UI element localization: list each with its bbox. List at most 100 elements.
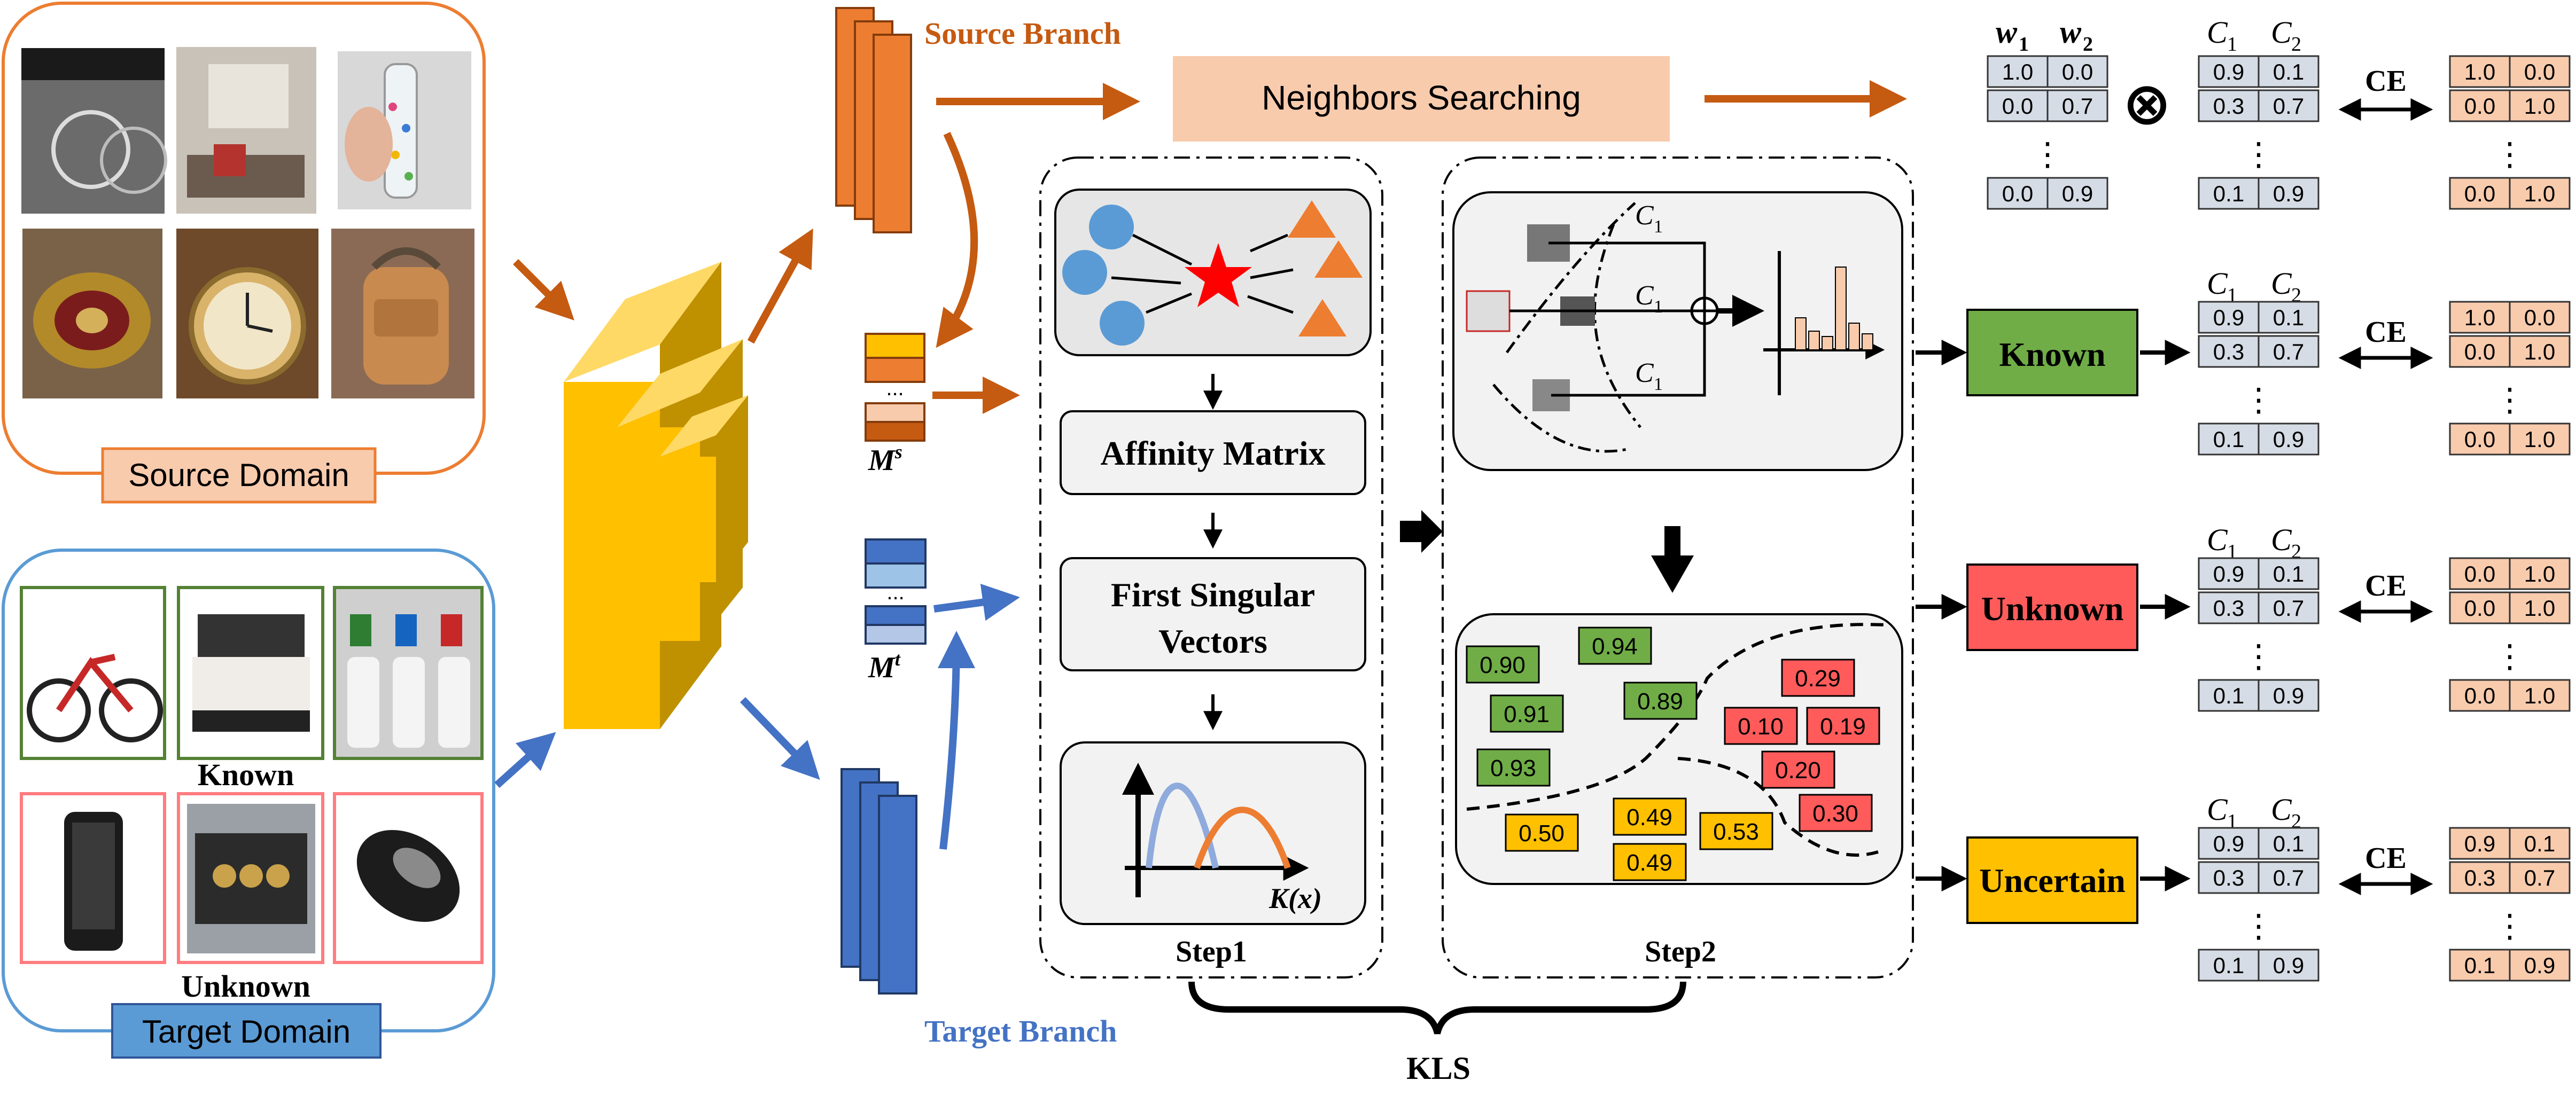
table-cell — [2258, 827, 2320, 860]
table-cell — [2509, 827, 2571, 860]
table-cell — [2258, 422, 2320, 456]
svg-text:1: 1 — [1654, 374, 1663, 394]
table-cell — [2198, 177, 2260, 210]
table-cell — [2258, 301, 2320, 334]
table-cell-value: 0.1 — [2273, 561, 2304, 586]
svg-text:w: w — [2060, 14, 2082, 50]
table-cell — [2198, 557, 2260, 590]
kls-label: KLS — [1406, 1051, 1470, 1086]
table-vdots: ⋮ — [2243, 907, 2275, 945]
score-green-3: 0.91 — [1504, 701, 1550, 727]
table-cell-value: 0.7 — [2062, 93, 2093, 119]
table-cell-value: 1.0 — [2524, 181, 2555, 206]
kernel-label: K(x) — [1268, 882, 1322, 914]
svg-text:...: ... — [886, 377, 904, 400]
score-green-5: 0.93 — [1490, 755, 1536, 781]
neighbors-searching-box — [1173, 56, 1670, 142]
table-cell-value: 0.7 — [2273, 596, 2304, 621]
svg-text:w: w — [1996, 14, 2018, 50]
table-vdots: ⋮ — [2243, 638, 2275, 675]
table-cell — [2198, 827, 2260, 860]
table-cell-value: 0.3 — [2464, 865, 2495, 890]
otimes-operator: ⊗ — [2122, 69, 2172, 138]
table-cell — [2449, 301, 2511, 334]
arrow-backbone-to-target-branch — [740, 697, 820, 780]
arrow-step1-to-step2 — [1400, 510, 1443, 553]
table-cell-value: 1.0 — [2524, 427, 2555, 452]
table-cell — [2509, 591, 2571, 624]
table-cell-value: 0.0 — [2524, 59, 2555, 84]
table-cell-value: 0.3 — [2213, 596, 2244, 621]
table-cell-value: 0.9 — [2464, 831, 2495, 856]
table-vdots: ⋮ — [2243, 381, 2275, 419]
ce-label-unknown: CE — [2365, 569, 2407, 602]
source-image-bicycle — [21, 48, 167, 214]
memory-source-label: Ms — [868, 441, 902, 477]
table-cell-value: 0.3 — [2213, 865, 2244, 890]
arrow-backbone-to-source-branch — [747, 228, 813, 344]
table-cell-value: 0.1 — [2213, 683, 2244, 708]
table-cell-value: 0.9 — [2273, 683, 2304, 708]
table-cell — [2198, 422, 2260, 456]
target-branch-label: Target Branch — [924, 1014, 1117, 1048]
arrow-target-branch-to-memory — [937, 631, 975, 850]
table-cell-value: 1.0 — [2464, 305, 2495, 330]
score-green-2: 0.94 — [1592, 633, 1638, 660]
arrow-source-to-backbone — [513, 259, 574, 320]
table-cell-value: 0.1 — [2464, 953, 2495, 978]
svg-text:C: C — [2271, 15, 2292, 50]
svg-text:C: C — [2271, 522, 2292, 557]
table-cell-value: 0.1 — [2213, 181, 2244, 206]
table-cell — [2198, 591, 2260, 624]
known-caption: Known — [198, 757, 294, 792]
table-vdots: ⋮ — [2494, 381, 2526, 419]
svg-text:C: C — [1635, 280, 1654, 311]
target-domain-panel: Known Unknown Target Domain — [2, 549, 495, 1059]
target-domain-label: Target Domain — [142, 1014, 351, 1050]
table-vdots: ⋮ — [2243, 136, 2275, 173]
table-cell — [2509, 422, 2571, 456]
score-red-1: 0.29 — [1795, 666, 1841, 692]
table-cell-value: 0.0 — [2524, 305, 2555, 330]
source-image-backpack — [331, 229, 474, 398]
target-image-bed — [177, 586, 324, 760]
known-box-label: Known — [1999, 335, 2105, 373]
target-image-spray-bottles — [333, 586, 484, 760]
table-cell — [2258, 335, 2320, 368]
table-cell — [2449, 557, 2511, 590]
svg-text:2: 2 — [2291, 33, 2301, 56]
table-cell — [2449, 827, 2511, 860]
score-green-1: 0.90 — [1480, 652, 1526, 678]
arrow-memory-target-to-step1 — [933, 583, 1020, 621]
score-red-5: 0.30 — [1812, 801, 1858, 827]
source-image-alarm-clock — [176, 229, 318, 398]
ce-label-uncertain: CE — [2365, 842, 2407, 875]
memory-bank-target: ... — [865, 538, 927, 645]
source-image-room — [176, 47, 316, 214]
table-cell-value: 0.0 — [2002, 93, 2033, 119]
table-vdots: ⋮ — [2494, 136, 2526, 173]
table-cell-value: 1.0 — [2524, 596, 2555, 621]
table-cell-value: 0.9 — [2273, 427, 2304, 452]
table-cell — [2449, 949, 2511, 982]
svg-text:C: C — [1635, 358, 1654, 388]
table-cell — [2258, 55, 2320, 88]
table-cell-value: 0.0 — [2464, 339, 2495, 364]
score-yellow-4: 0.49 — [1626, 850, 1672, 876]
table-cell-value: 0.7 — [2273, 93, 2304, 119]
table-cell — [2258, 949, 2320, 982]
table-cell-value: 0.0 — [2464, 93, 2495, 119]
table-cell-value: 1.0 — [2524, 93, 2555, 119]
table-cell — [2198, 861, 2260, 894]
header-w: w 1 w 2 — [1996, 14, 2093, 56]
table-cell — [2198, 55, 2260, 88]
arrow-source-branch-to-memory — [936, 132, 978, 348]
table-cell — [2449, 177, 2511, 210]
source-image-spinning-top — [22, 229, 162, 398]
table-cell-value: 0.9 — [2213, 831, 2244, 856]
